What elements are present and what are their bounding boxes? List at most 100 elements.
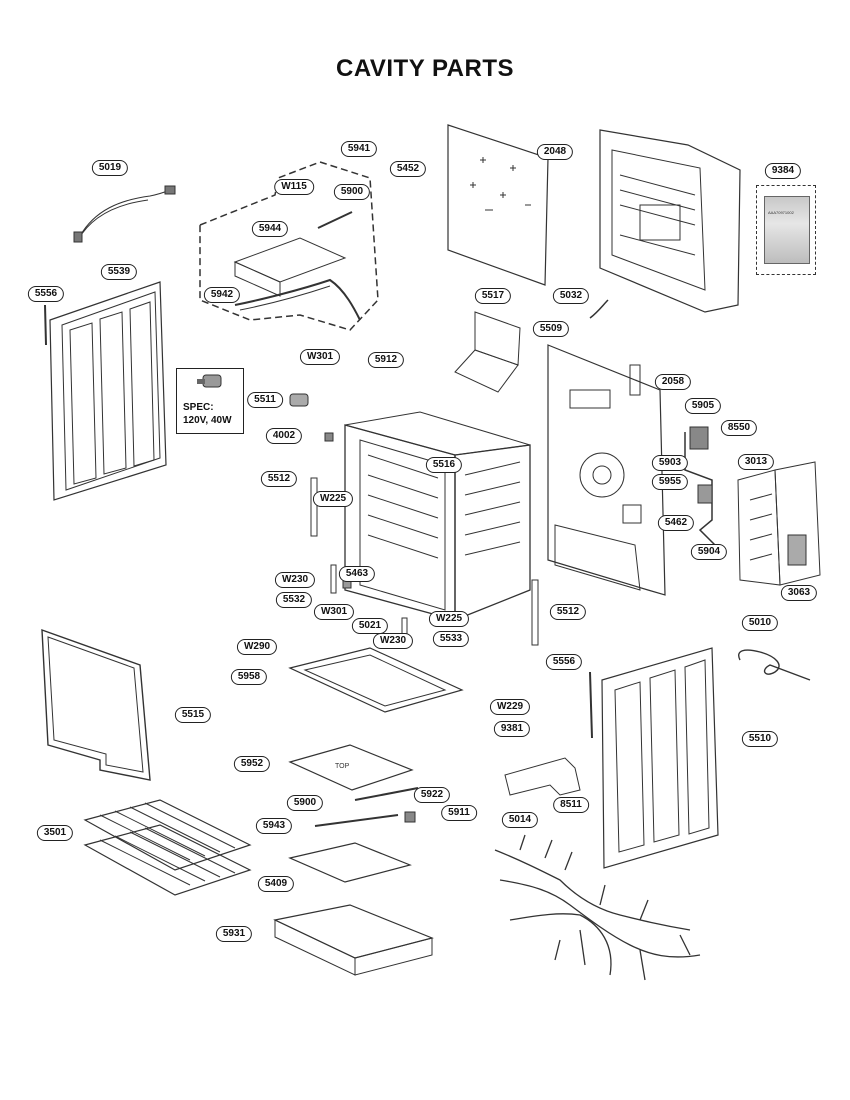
callout-5952: 5952: [233, 756, 271, 772]
part-5943-bar: [314, 814, 399, 827]
callout-5021: 5021: [351, 618, 389, 634]
part-5409-plate: [288, 842, 412, 883]
part-3013-bracket: [737, 461, 821, 586]
part-4002-clip: [324, 432, 334, 442]
part-5515-gasket: [41, 628, 151, 781]
spec-box: SPEC: 120V, 40W: [176, 368, 244, 434]
callout-5512: 5512: [260, 471, 298, 487]
part-5952-cover: TOP: [288, 744, 414, 791]
callout-w301: W301: [299, 349, 341, 365]
callout-2058: 2058: [654, 374, 692, 390]
callout-8511: 8511: [553, 797, 589, 813]
callout-5931: 5931: [215, 926, 253, 942]
callout-2048: 2048: [536, 144, 574, 160]
part-2058-bracket: [629, 364, 641, 396]
part-5014-wire-harness: [494, 834, 701, 981]
callout-3063: 3063: [780, 585, 818, 601]
callout-5911: 5911: [441, 805, 477, 821]
callout-5941: 5941: [340, 141, 378, 157]
part-8511-bracket: [504, 757, 581, 796]
part-2048-rear-cover: [599, 129, 741, 313]
part-5532-bar: [330, 564, 337, 594]
part-5539-door-panel: [49, 281, 167, 501]
callout-5904: 5904: [690, 544, 728, 560]
callout-w229: W229: [489, 699, 531, 715]
bag-label: AAA70971002: [768, 210, 794, 215]
callout-5462: 5462: [657, 515, 695, 531]
spec-heading: SPEC:: [183, 402, 214, 413]
callout-5942: 5942: [203, 287, 241, 303]
callout-5511: 5511: [247, 392, 283, 408]
part-5032-wire: [589, 299, 609, 319]
part-5510-door-panel: [601, 647, 719, 869]
bag-image: AAA70971002: [764, 196, 810, 264]
part-5556-rod: [44, 304, 47, 346]
callout-w225: W225: [428, 611, 470, 627]
callout-5900: 5900: [286, 795, 324, 811]
page-title: CAVITY PARTS: [335, 55, 515, 82]
callout-5556: 5556: [545, 654, 583, 670]
part-5931-base-tray: [273, 904, 434, 976]
callout-w230: W230: [274, 572, 316, 588]
part-5900-lower-sensor: [354, 787, 419, 801]
callout-3501: 3501: [36, 825, 74, 841]
part-5556-rod-right: [589, 671, 593, 739]
callout-4002: 4002: [265, 428, 303, 444]
callout-5019: 5019: [91, 160, 129, 176]
callout-5032: 5032: [552, 288, 590, 304]
callout-9384: 9384: [764, 163, 802, 179]
callout-5900: 5900: [333, 184, 371, 200]
callout-5905: 5905: [684, 398, 722, 414]
callout-5556: 5556: [27, 286, 65, 302]
part-5958-trim: [288, 647, 464, 713]
callout-5510: 5510: [741, 731, 779, 747]
part-5010-power-cord: [738, 649, 811, 681]
part-5512-rail-left: [310, 477, 318, 537]
callout-5533: 5533: [432, 631, 470, 647]
callout-9381: 9381: [493, 721, 531, 737]
callout-w225: W225: [312, 491, 354, 507]
spec-value: 120V, 40W: [183, 415, 232, 426]
callout-5509: 5509: [532, 321, 570, 337]
callout-5517: 5517: [474, 288, 512, 304]
callout-5955: 5955: [651, 474, 689, 490]
callout-w301: W301: [313, 604, 355, 620]
callout-w115: W115: [274, 179, 314, 195]
callout-5515: 5515: [174, 707, 212, 723]
lamp-icon: [197, 374, 222, 388]
callout-3013: 3013: [737, 454, 775, 470]
part-5509-rear-wall: [547, 344, 666, 596]
part-5942-heater-element: [234, 278, 361, 321]
part-5944-bracket: [233, 237, 347, 297]
callout-5010: 5010: [741, 615, 779, 631]
callout-5532: 5532: [275, 592, 313, 608]
callout-5014: 5014: [501, 812, 539, 828]
callout-5922: 5922: [413, 787, 451, 803]
part-5922-switch: [404, 811, 416, 823]
callout-5463: 5463: [338, 566, 376, 582]
part-5019-wire-cord: [73, 185, 176, 243]
callout-5912: 5912: [367, 352, 405, 368]
svg-text:TOP: TOP: [335, 763, 350, 770]
callout-5409: 5409: [257, 876, 295, 892]
callout-5539: 5539: [100, 264, 138, 280]
part-5512-rail-right: [531, 579, 539, 646]
part-5516-oven-cavity: [344, 411, 531, 621]
part-9384-hardware-bag: AAA70971002: [756, 185, 816, 275]
part-3501-oven-rack: [83, 799, 252, 896]
part-5452-back-panel: [447, 124, 549, 286]
callout-5903: 5903: [651, 455, 689, 471]
callout-8550: 8550: [720, 420, 758, 436]
part-5517-duct: [454, 311, 521, 393]
callout-5958: 5958: [230, 669, 268, 685]
callout-5512: 5512: [549, 604, 587, 620]
part-5900-sensor: [317, 211, 353, 229]
callout-5452: 5452: [389, 161, 427, 177]
callout-w290: W290: [236, 639, 278, 655]
part-5511-lamp: [289, 393, 309, 407]
callout-5516: 5516: [425, 457, 463, 473]
part-3063-block: [787, 534, 807, 566]
callout-5943: 5943: [255, 818, 293, 834]
callout-5944: 5944: [251, 221, 289, 237]
